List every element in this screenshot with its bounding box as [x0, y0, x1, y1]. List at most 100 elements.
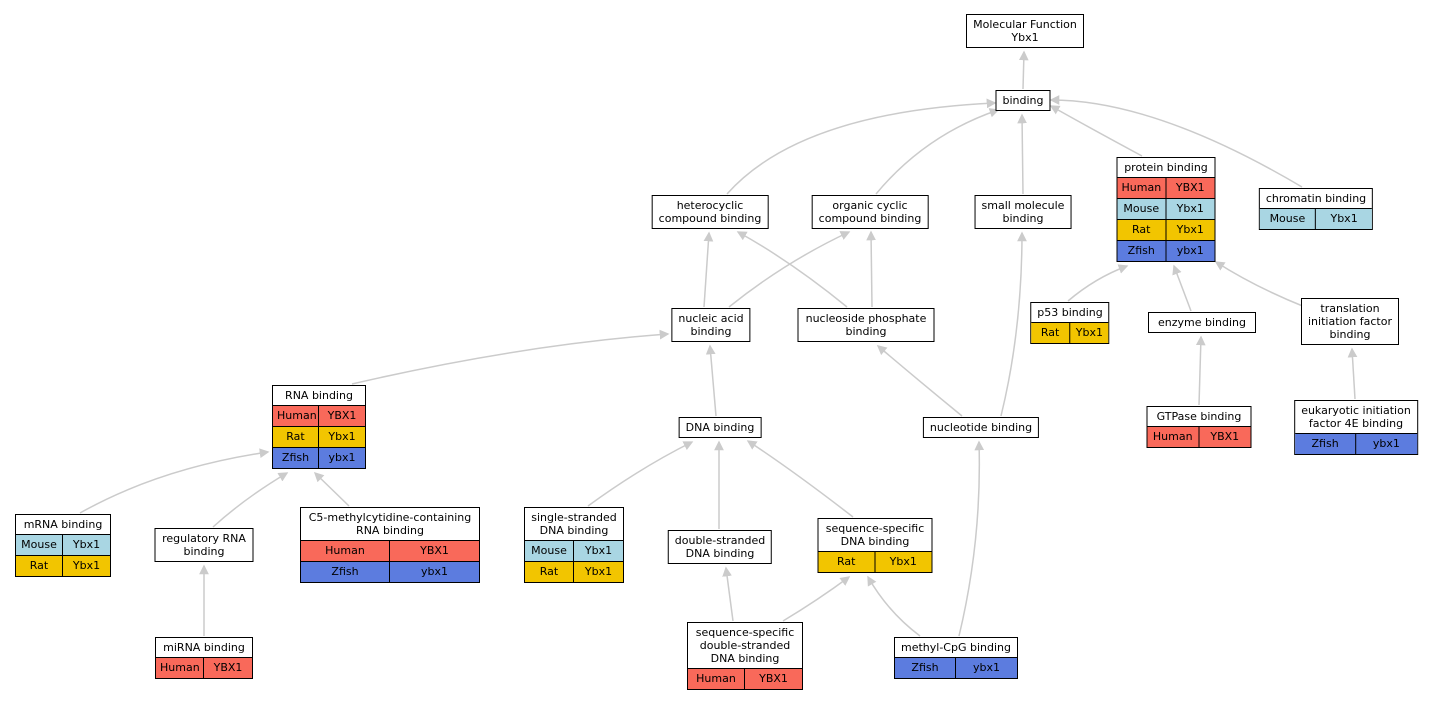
- species-label: Zfish: [301, 562, 390, 582]
- go-term-label: sequence-specific DNA binding: [825, 522, 925, 548]
- go-term-node-nucleoside-phosphate-binding[interactable]: nucleoside phosphate binding: [797, 308, 935, 342]
- species-label: Rat: [273, 427, 319, 447]
- gene-symbol: Ybx1: [584, 565, 613, 578]
- go-term-label: RNA binding: [285, 389, 353, 402]
- gene-symbol: ybx1: [420, 565, 448, 578]
- gene-symbol: YBX1: [759, 672, 788, 685]
- edge-protein-binding--binding: [1049, 105, 1143, 157]
- go-term-node-nucleotide-binding[interactable]: nucleotide binding: [922, 417, 1040, 438]
- go-term-label: organic cyclic compound binding: [818, 199, 922, 225]
- go-term-label: p53 binding: [1037, 306, 1103, 319]
- go-term-label: mRNA binding: [23, 518, 103, 531]
- go-term-label: nucleoside phosphate binding: [805, 312, 927, 338]
- go-term-node-dna-binding[interactable]: DNA binding: [678, 417, 762, 438]
- edge-dna-binding--nucleic-acid-binding: [705, 344, 717, 417]
- go-term-node-sequence-specific-double-stranded-dna-binding[interactable]: sequence-specific double-stranded DNA bi…: [687, 622, 803, 690]
- gene-symbol: YBX1: [1210, 430, 1240, 443]
- gene-symbol: YBX1: [420, 544, 449, 557]
- species-label: Rat: [1118, 220, 1166, 240]
- go-term-node-organic-cyclic-compound-binding[interactable]: organic cyclic compound binding: [811, 195, 929, 229]
- go-term-node-molecular-function[interactable]: Molecular Function Ybx1: [966, 14, 1084, 48]
- annotation-row-zfish: Zfish ybx1: [273, 447, 365, 468]
- go-term-label: heterocyclic compound binding: [658, 199, 762, 225]
- go-term-node-double-stranded-dna-binding[interactable]: double-stranded DNA binding: [667, 530, 773, 564]
- annotation-row-zfish: Zfish ybx1: [1117, 240, 1215, 261]
- edge-regulatory-rna-binding--rna-binding: [212, 472, 289, 528]
- species-label: Zfish: [1118, 241, 1166, 261]
- gene-symbol: Ybx1: [1176, 202, 1204, 215]
- gene-symbol: Ybx1: [584, 544, 613, 557]
- go-term-node-c5-methylcytidine-containing-rna-binding[interactable]: C5-methylcytidine-containing RNA binding…: [300, 507, 480, 583]
- edge-chromatin-binding--binding: [1049, 95, 1303, 188]
- edge-nucleotide-binding--nucleoside-phosphate-binding: [876, 345, 963, 417]
- annotation-row-mouse: Mouse Ybx1: [525, 540, 623, 561]
- go-term-label: nucleotide binding: [929, 421, 1033, 434]
- go-term-label: methyl-CpG binding: [901, 641, 1011, 654]
- go-term-node-regulatory-rna-binding[interactable]: regulatory RNA binding: [154, 528, 254, 562]
- edge-nucleic-acid-binding--heterocyclic-compound-binding: [703, 231, 714, 308]
- go-term-label: binding: [1002, 94, 1044, 107]
- edge-eukaryotic-initiation-factor-4e-binding--translation-initiation-factor-binding: [1347, 347, 1358, 400]
- annotation-row-zfish: Zfish ybx1: [301, 561, 479, 582]
- annotation-row-rat: Rat Ybx1: [16, 555, 110, 576]
- species-label: Rat: [1031, 323, 1071, 343]
- species-label: Human: [156, 658, 204, 678]
- gene-symbol: ybx1: [1176, 244, 1204, 257]
- edge-heterocyclic-compound-binding--binding: [726, 98, 997, 195]
- edge-translation-initiation-factor-binding--protein-binding: [1214, 261, 1306, 308]
- gene-symbol: Ybx1: [72, 559, 101, 572]
- go-term-node-enzyme-binding[interactable]: enzyme binding: [1148, 312, 1256, 333]
- go-term-label: enzyme binding: [1157, 316, 1246, 329]
- go-term-node-binding[interactable]: binding: [995, 90, 1051, 111]
- species-label: Human: [688, 669, 745, 689]
- species-label: Human: [273, 406, 319, 426]
- edge-nucleotide-binding--small-molecule-binding: [1000, 231, 1027, 417]
- go-term-label: double-stranded DNA binding: [674, 534, 766, 560]
- gene-symbol: Ybx1: [1176, 223, 1204, 236]
- edge-small-molecule-binding--binding: [1017, 113, 1027, 195]
- annotation-row-rat: Rat Ybx1: [273, 426, 365, 447]
- gene-symbol: ybx1: [1372, 437, 1400, 450]
- gene-symbol: YBX1: [213, 661, 243, 674]
- go-term-node-translation-initiation-factor-binding[interactable]: translation initiation factor binding: [1301, 298, 1399, 345]
- species-label: Mouse: [525, 541, 574, 561]
- edge-binding--molecular-function: [1018, 50, 1029, 90]
- gene-symbol: ybx1: [328, 451, 356, 464]
- go-term-label: chromatin binding: [1265, 192, 1367, 205]
- gene-symbol: Ybx1: [328, 430, 356, 443]
- go-term-label: GTPase binding: [1156, 410, 1242, 423]
- edge-organic-cyclic-compound-binding--binding: [875, 108, 1000, 195]
- edge-methyl-cpg-binding--sequence-specific-dna-binding: [867, 575, 921, 637]
- species-label: Rat: [16, 556, 63, 576]
- go-term-node-heterocyclic-compound-binding[interactable]: heterocyclic compound binding: [651, 195, 769, 229]
- edge-sequence-specific-double-stranded-dna-binding--double-stranded-dna-binding: [722, 566, 734, 622]
- go-term-node-nucleic-acid-binding[interactable]: nucleic acid binding: [671, 308, 751, 342]
- species-label: Zfish: [273, 448, 319, 468]
- go-term-label: regulatory RNA binding: [162, 532, 246, 558]
- go-term-node-small-molecule-binding[interactable]: small molecule binding: [974, 195, 1072, 229]
- go-term-label: single-stranded DNA binding: [531, 511, 617, 537]
- gene-symbol: Ybx1: [889, 555, 917, 568]
- gene-symbol: Ybx1: [1330, 212, 1358, 225]
